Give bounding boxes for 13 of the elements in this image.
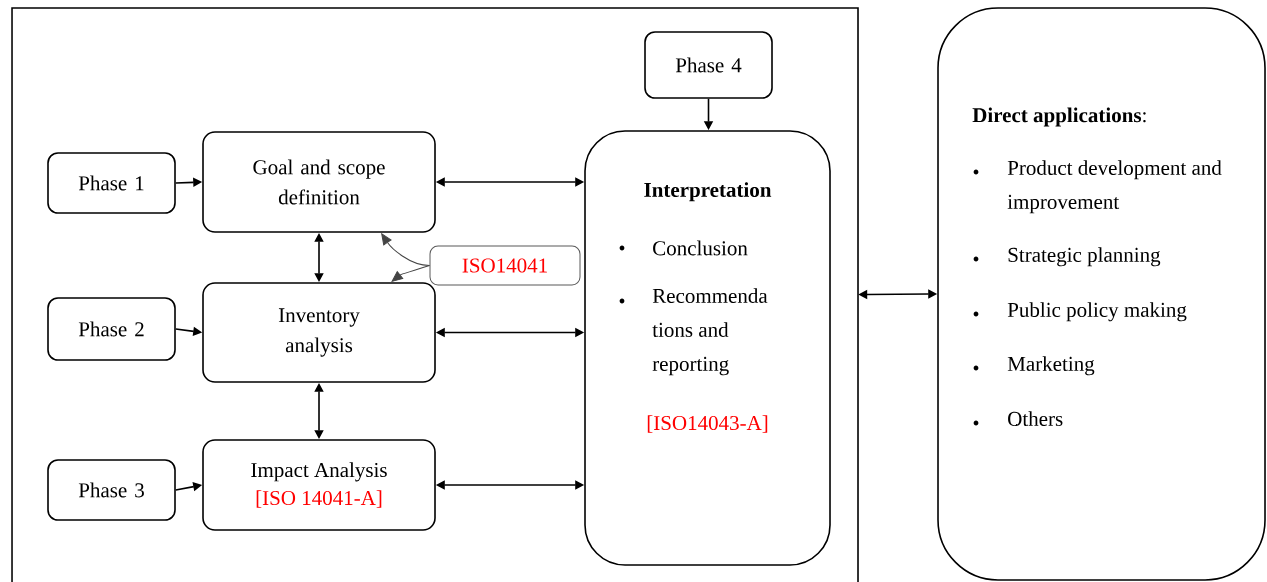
phase-box: Phase 2	[47, 297, 176, 361]
phase-box: Phase 3	[47, 459, 176, 521]
callout-box: ISO14041	[429, 245, 581, 286]
process-box: Impact Analysis [ISO 14041-A]	[202, 439, 436, 531]
leader-arrow	[381, 233, 430, 266]
process-box: Inventory analysis	[202, 282, 436, 383]
leader-arrow	[391, 265, 430, 282]
process-box: Interpretation Conclusion Recommenda tions and reporting [ISO14043-A]	[584, 130, 831, 566]
phase-box: Phase 4	[644, 31, 773, 99]
frame-box	[11, 7, 859, 582]
phase-box: Phase 1	[47, 152, 176, 214]
process-box: Goal and scope definition	[202, 131, 436, 233]
applications-box: Direct applications: Product development and improvement Strategic planning Public policy making Marketing Others	[937, 7, 1266, 581]
